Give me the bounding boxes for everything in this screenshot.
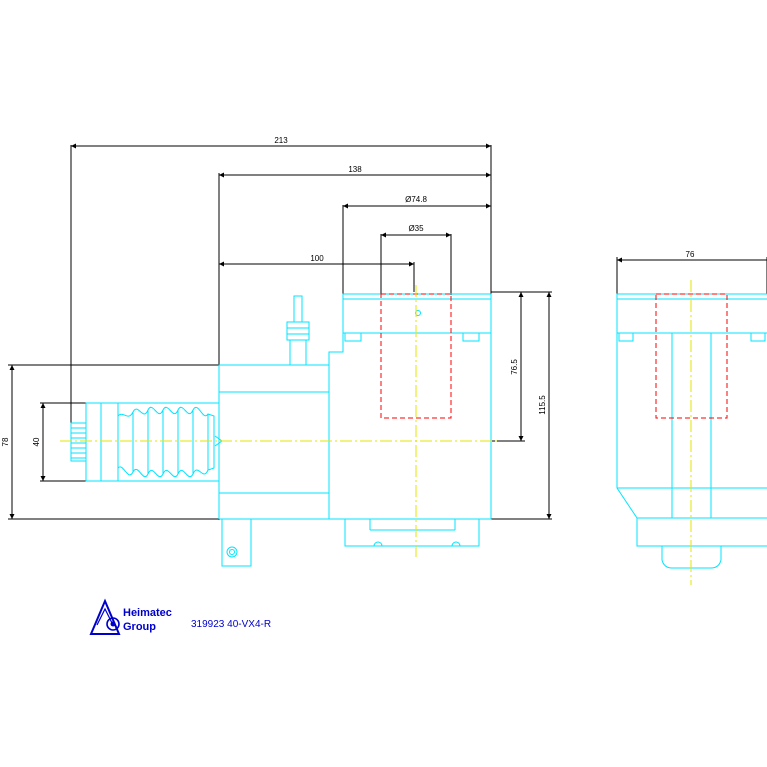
dim-label-flange-diameter: Ø74.8	[405, 195, 427, 204]
coolant-fitting-stem	[293, 295, 303, 323]
flange-lug-left	[344, 332, 362, 342]
lower-bracket	[221, 518, 252, 567]
part-number-label: 319923 40-VX4-R	[191, 619, 271, 630]
dim-label-total-height: 115.5	[538, 395, 547, 415]
dimension-group-front: 213 138 Ø74.8 Ø35 100 76.5 115.5 78	[1, 136, 552, 520]
company-logo: Heimatec Group	[89, 598, 172, 635]
bracket-screw-inner	[229, 549, 235, 555]
base-screw-left	[373, 541, 383, 547]
dim-label-overall-length: 213	[274, 136, 288, 145]
svg-text:Heimatec: Heimatec	[123, 607, 172, 619]
flange-lug-right	[462, 332, 480, 342]
shank-knurl	[71, 427, 86, 459]
top-flange	[342, 293, 492, 334]
dim-label-side-width: 76	[686, 250, 695, 259]
coolant-fitting-nut	[286, 321, 310, 341]
bottom-base	[344, 518, 480, 547]
coolant-fitting-body	[289, 339, 307, 366]
dim-label-shank-diameter: 40	[32, 437, 41, 446]
shank-bellows	[117, 406, 215, 478]
shank-tip	[70, 422, 87, 462]
side-body	[616, 332, 767, 519]
dim-label-bore-diameter: Ø35	[408, 224, 424, 233]
bracket-screw	[226, 546, 238, 558]
side-hidden-bore	[655, 293, 728, 419]
side-lug-left	[618, 332, 634, 342]
front-view	[60, 285, 500, 567]
dim-label-length-from-face: 138	[348, 165, 362, 174]
svg-text:Group: Group	[123, 621, 156, 633]
title-block: Heimatec Group 319923 40-VX4-R	[89, 598, 271, 635]
shank-body	[85, 402, 220, 482]
mounting-face-plate	[218, 364, 330, 520]
side-view: 76	[616, 250, 767, 585]
base-screw-right	[451, 541, 461, 547]
bellows-ribs	[132, 410, 209, 474]
dim-label-shank-height: 78	[1, 437, 10, 446]
main-housing	[328, 332, 492, 520]
side-lug-right	[750, 332, 766, 342]
shank-collar	[100, 402, 119, 482]
dim-label-axis-height: 76.5	[510, 359, 519, 375]
side-top-flange	[616, 293, 767, 334]
dim-label-face-to-axis: 100	[310, 254, 324, 263]
side-base	[636, 518, 767, 547]
